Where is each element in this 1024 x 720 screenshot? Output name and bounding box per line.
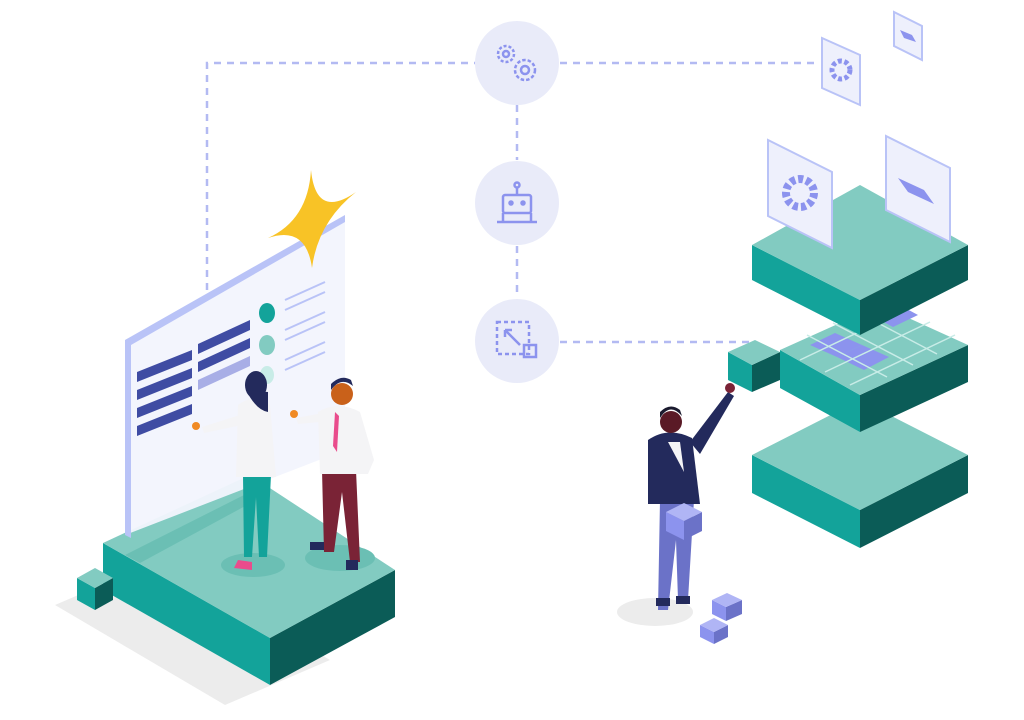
robot-icon [497,181,537,224]
dashed-connectors [205,61,820,344]
arrow-card-icon [898,178,934,204]
dashboard-panel [125,215,345,538]
sparkle-star-icon [268,170,356,268]
person-man-suit [617,383,735,626]
gears-icon [496,44,537,82]
held-grid-cube [728,340,780,392]
gear-card-small [821,36,861,107]
person-woman [192,371,285,577]
purple-cube-held [666,503,702,540]
small-cube [77,568,113,610]
warning-badge-icon [259,303,275,384]
gear-card-icon [782,175,818,211]
expand-selection-icon [495,320,538,359]
person-man-glasses [290,377,375,571]
expand-node [475,299,559,383]
gear-card-large [767,138,833,250]
purple-cubes-floor [700,593,742,644]
grid-layer [780,305,968,432]
panel-lines [284,281,326,371]
arrow-card-large [885,134,951,244]
arrow-card-small [893,10,923,62]
panel-bars [137,320,250,436]
top-layer [752,185,968,335]
robot-node [475,161,559,245]
gears-node [475,21,559,105]
bottom-layer [752,400,968,548]
gear-card-icon [829,58,853,82]
arrow-card-icon [900,30,916,42]
